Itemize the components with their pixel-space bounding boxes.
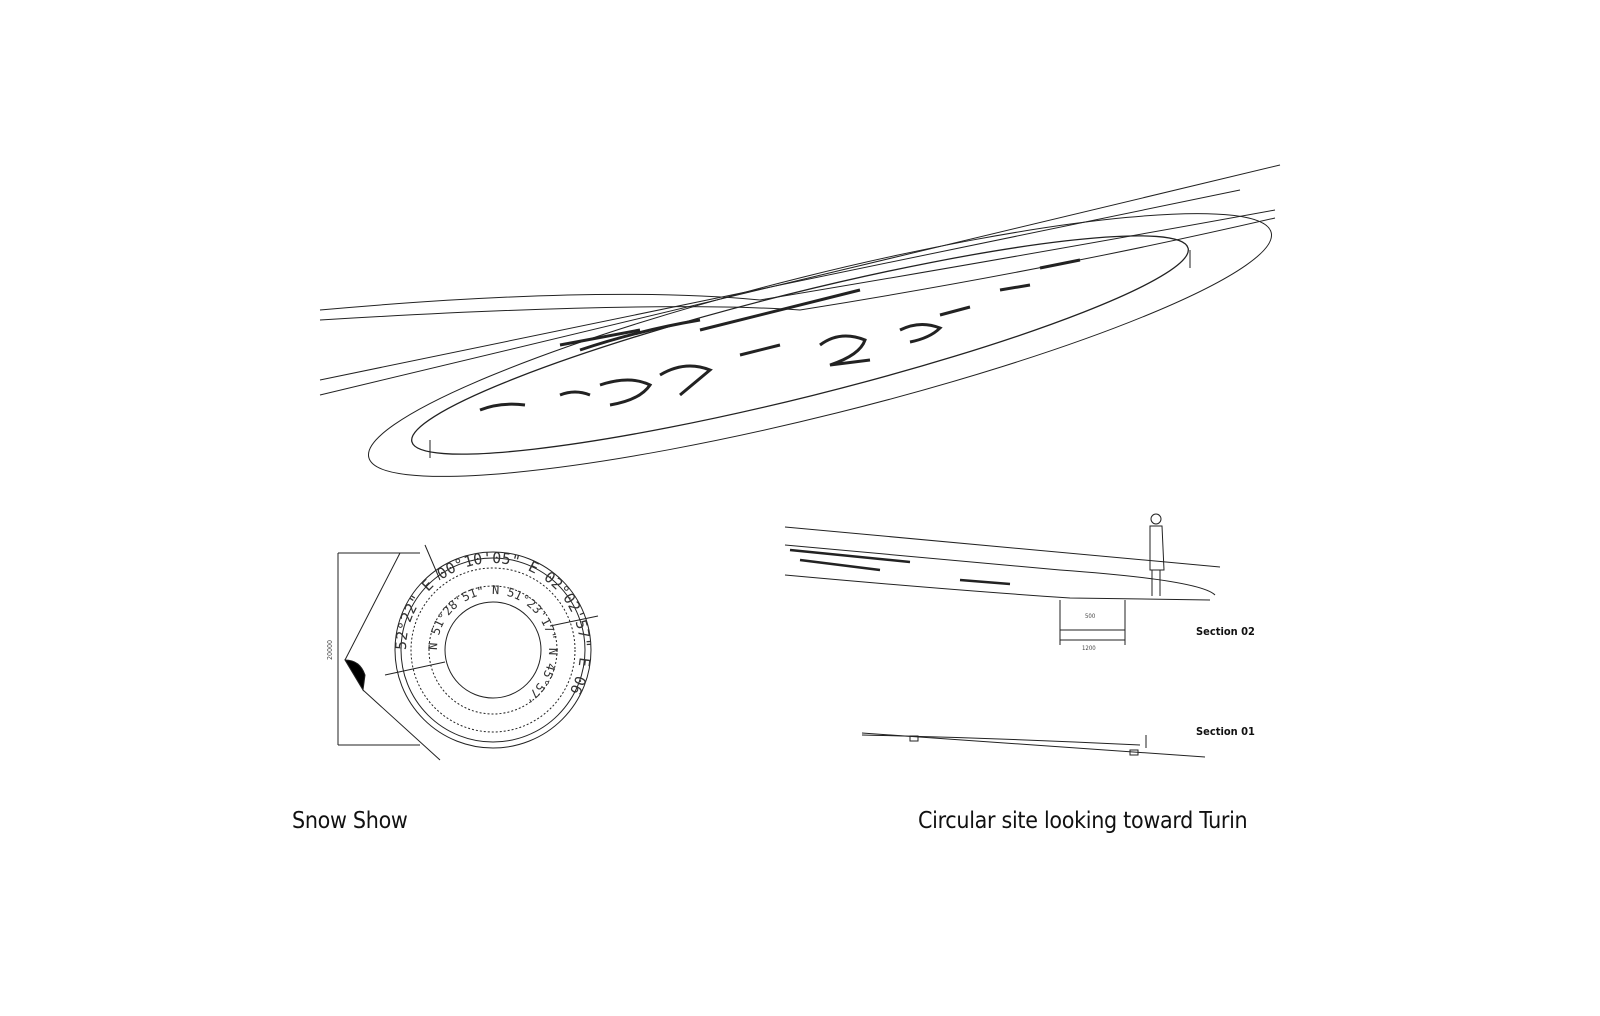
caption-left: Snow Show xyxy=(292,808,408,834)
plan-view: 20000 xyxy=(326,544,599,761)
section-01-label: Section 01 xyxy=(1196,725,1255,738)
depth-dimension: 500 xyxy=(1085,613,1096,620)
section-02-label: Section 02 xyxy=(1196,625,1255,638)
width-dimension: 1200 xyxy=(1082,645,1096,652)
section-01 xyxy=(861,732,1206,758)
perspective-view xyxy=(319,164,1281,477)
engraved-numbers xyxy=(479,258,1081,412)
diameter-dimension: 20000 xyxy=(326,640,334,660)
ring-inner-text: N 51°28'51" N 51°23'17" N 45°57' xyxy=(426,583,560,706)
human-figure xyxy=(1149,513,1165,596)
section-02: 500 1200 xyxy=(784,513,1221,652)
caption-right: Circular site looking toward Turin xyxy=(918,808,1248,834)
